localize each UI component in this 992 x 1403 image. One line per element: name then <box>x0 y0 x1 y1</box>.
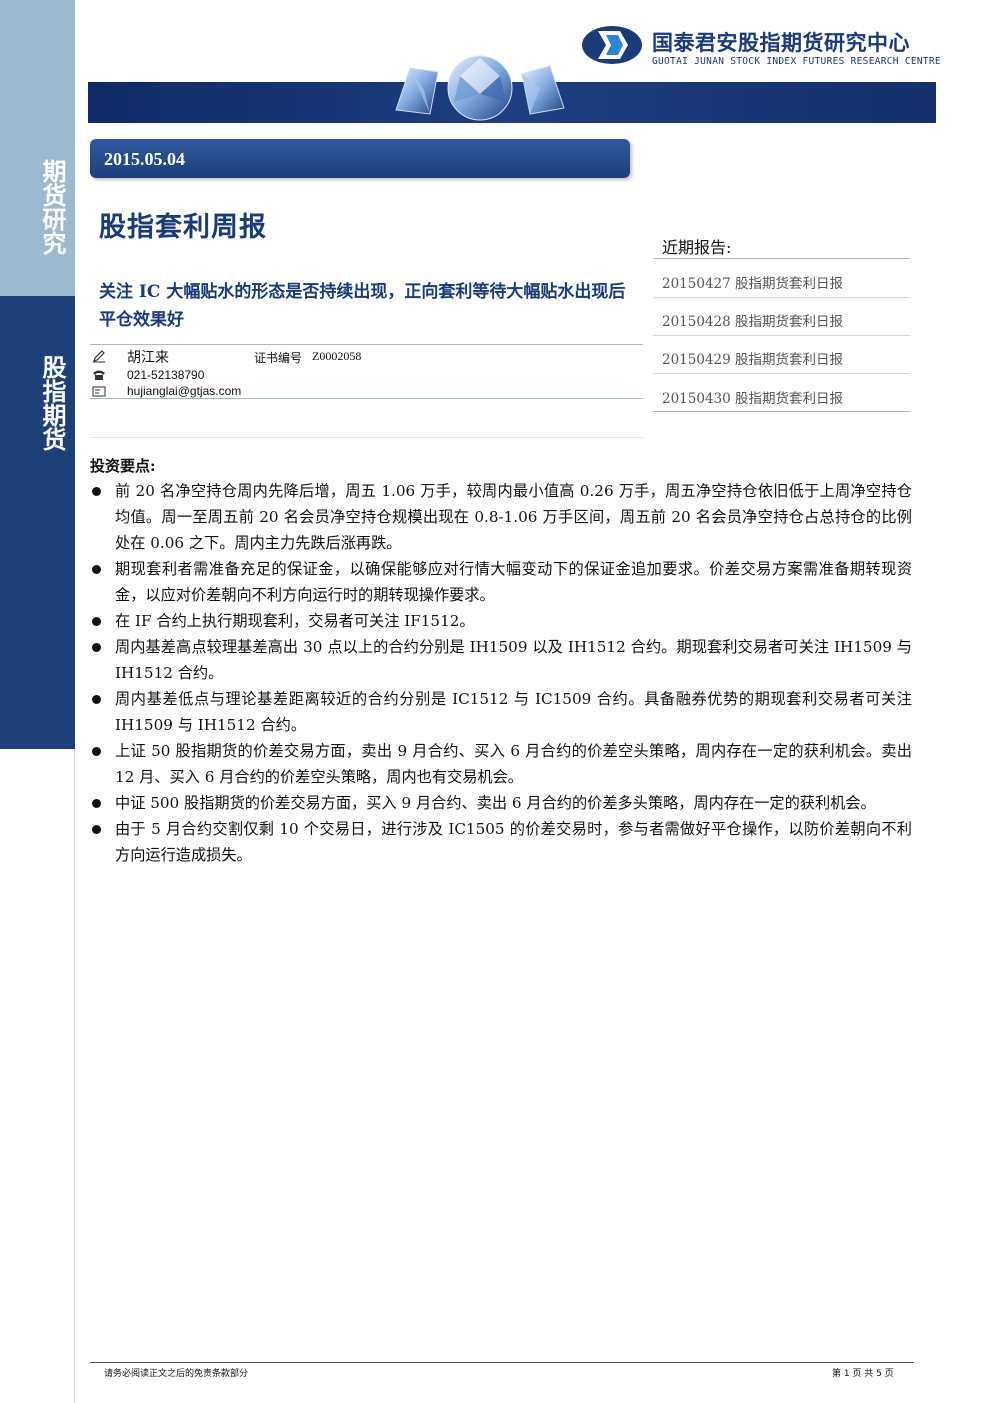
bullet-icon <box>92 643 101 652</box>
company-logo-icon <box>582 26 642 64</box>
cert-label: 证书编号 <box>254 351 303 365</box>
sidebar-label-index-futures: 股指期货 <box>38 355 66 451</box>
list-item: 在 IF 合约上执行期现套利，交易者可关注 IF1512。 <box>90 608 912 634</box>
key-point-text: 前 20 名净空持仓周内先降后增，周五 1.06 万手，较周内最小值高 0.26… <box>115 482 912 552</box>
date-banner <box>90 139 630 178</box>
author-name: 胡江来 <box>127 350 169 366</box>
company-name-cn: 国泰君安股指期货研究中心 <box>652 31 910 55</box>
pen-icon <box>93 350 105 363</box>
key-point-text: 期现套利者需准备充足的保证金，以确保能够应对行情大幅变动下的保证金追加要求。价差… <box>115 560 912 604</box>
sidebar-top-band <box>0 0 75 296</box>
recent-reports-heading: 近期报告: <box>662 238 732 257</box>
key-point-text: 上证 50 股指期货的价差交易方面，卖出 9 月合约、买入 6 月合约的价差空头… <box>115 742 912 786</box>
recent-report-item[interactable]: 20150427 股指期货套利日报 <box>662 276 844 292</box>
phone-icon <box>93 370 105 380</box>
author-phone: 021-52138790 <box>127 368 205 382</box>
sidebar-mid-band <box>0 296 75 749</box>
page-number: 第 1 页 共 5 页 <box>832 1369 894 1379</box>
recent-report-item[interactable]: 20150430 股指期货套利日报 <box>662 391 844 407</box>
list-item: 由于 5 月合约交割仅剩 10 个交易日，进行涉及 IC1505 的价差交易时，… <box>90 816 912 868</box>
bullet-icon <box>92 747 101 756</box>
list-item: 上证 50 股指期货的价差交易方面，卖出 9 月合约、买入 6 月合约的价差空头… <box>90 738 912 790</box>
report-subtitle: 关注 IC 大幅贴水的形态是否持续出现，正向套利等待大幅贴水出现后平仓效果好 <box>99 282 626 330</box>
key-point-text: 由于 5 月合约交割仅剩 10 个交易日，进行涉及 IC1505 的价差交易时，… <box>115 820 912 864</box>
sidebar-divider <box>74 749 75 1403</box>
section-rule <box>90 437 643 438</box>
diamond-decoration-icon <box>395 55 565 121</box>
bullet-icon <box>92 695 101 704</box>
key-point-text: 周内基差低点与理论基差距离较近的合约分别是 IC1512 与 IC1509 合约… <box>115 690 912 734</box>
bullet-icon <box>92 617 101 626</box>
list-item: 前 20 名净空持仓周内先降后增，周五 1.06 万手，较周内最小值高 0.26… <box>90 478 912 556</box>
author-bottom-rule <box>90 398 643 399</box>
company-name-en: GUOTAI JUNAN STOCK INDEX FUTURES RESEARC… <box>652 56 941 67</box>
author-email[interactable]: hujianglai@gtjas.com <box>127 384 242 398</box>
list-item: 期现套利者需准备充足的保证金，以确保能够应对行情大幅变动下的保证金追加要求。价差… <box>90 556 912 608</box>
recent-rule-2 <box>653 335 910 336</box>
cert-number: Z0002058 <box>312 349 362 363</box>
key-points-list: 前 20 名净空持仓周内先降后增，周五 1.06 万手，较周内最小值高 0.26… <box>90 478 912 868</box>
email-icon <box>92 386 106 397</box>
recent-rule-4 <box>653 411 910 412</box>
recent-rule-1 <box>653 297 910 298</box>
list-item: 中证 500 股指期货的价差交易方面，买入 9 月合约、卖出 6 月合约的价差多… <box>90 790 912 816</box>
recent-rule-0 <box>653 258 910 259</box>
recent-rule-3 <box>653 373 910 374</box>
key-point-text: 在 IF 合约上执行期现套利，交易者可关注 IF1512。 <box>115 612 475 630</box>
report-title: 股指套利周报 <box>99 212 267 243</box>
recent-report-item[interactable]: 20150429 股指期货套利日报 <box>662 352 844 368</box>
bullet-icon <box>92 487 101 496</box>
list-item: 周内基差高点较理基差高出 30 点以上的合约分别是 IH1509 以及 IH15… <box>90 634 912 686</box>
report-date: 2015.05.04 <box>104 149 185 169</box>
bullet-icon <box>92 565 101 574</box>
footer-disclaimer: 请务必阅读正文之后的免责条款部分 <box>104 1369 249 1379</box>
sidebar-bottom-band <box>0 749 75 1403</box>
sidebar-label-research: 期货研究 <box>38 159 66 255</box>
key-point-text: 中证 500 股指期货的价差交易方面，买入 9 月合约、卖出 6 月合约的价差多… <box>115 794 876 812</box>
bullet-icon <box>92 799 101 808</box>
author-top-rule <box>90 344 643 345</box>
key-points-heading: 投资要点: <box>90 457 156 475</box>
recent-report-item[interactable]: 20150428 股指期货套利日报 <box>662 314 844 330</box>
footer-rule <box>90 1362 914 1363</box>
bullet-icon <box>92 825 101 834</box>
list-item: 周内基差低点与理论基差距离较近的合约分别是 IC1512 与 IC1509 合约… <box>90 686 912 738</box>
key-point-text: 周内基差高点较理基差高出 30 点以上的合约分别是 IH1509 以及 IH15… <box>115 638 912 682</box>
